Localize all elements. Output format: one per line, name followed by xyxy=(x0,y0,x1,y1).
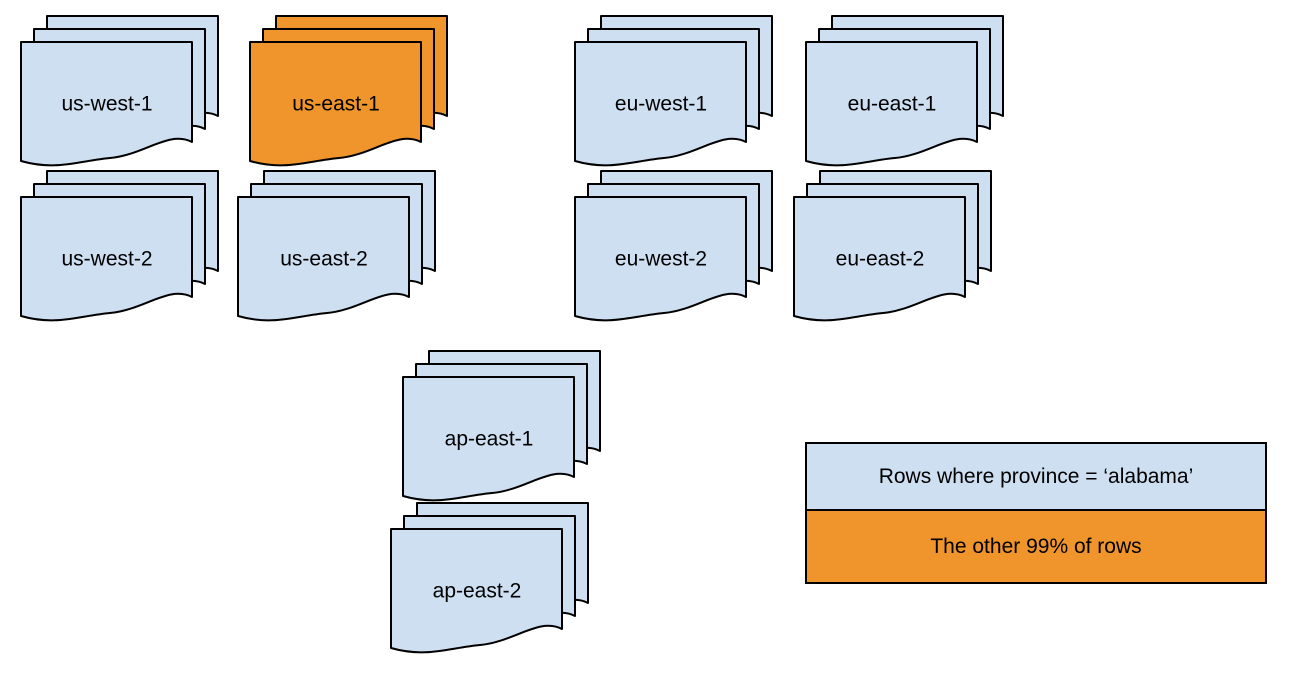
region-stack-us-west-2: us-west-2 xyxy=(20,170,221,327)
region-label: us-west-2 xyxy=(61,248,152,271)
region-label: us-east-1 xyxy=(292,93,380,116)
region-stack-eu-east-2: eu-east-2 xyxy=(793,170,994,327)
region-label: eu-east-2 xyxy=(836,248,925,271)
region-stack-eu-west-2: eu-west-2 xyxy=(574,170,775,327)
region-label: eu-west-1 xyxy=(615,93,707,116)
legend-label-alabama-rows: Rows where province = ‘alabama’ xyxy=(878,464,1194,488)
region-label: ap-east-2 xyxy=(433,580,522,603)
region-stack-us-east-2: us-east-2 xyxy=(237,170,438,327)
region-stack-ap-east-2: ap-east-2 xyxy=(390,502,591,659)
region-stack-us-west-1: us-west-1 xyxy=(20,15,221,172)
region-stack-us-east-1: us-east-1 xyxy=(249,15,450,172)
legend-row-other-rows: The other 99% of rows xyxy=(807,511,1265,582)
region-stack-ap-east-1: ap-east-1 xyxy=(402,350,603,507)
region-label: ap-east-1 xyxy=(445,428,534,451)
region-label: us-east-2 xyxy=(280,248,368,271)
legend-row-alabama-rows: Rows where province = ‘alabama’ xyxy=(807,444,1265,511)
legend: Rows where province = ‘alabama’ The othe… xyxy=(805,442,1267,584)
region-stack-eu-west-1: eu-west-1 xyxy=(574,15,775,172)
legend-label-other-rows: The other 99% of rows xyxy=(930,534,1142,558)
region-label: eu-east-1 xyxy=(848,93,937,116)
region-label: us-west-1 xyxy=(61,93,152,116)
region-stack-eu-east-1: eu-east-1 xyxy=(805,15,1006,172)
region-label: eu-west-2 xyxy=(615,248,707,271)
